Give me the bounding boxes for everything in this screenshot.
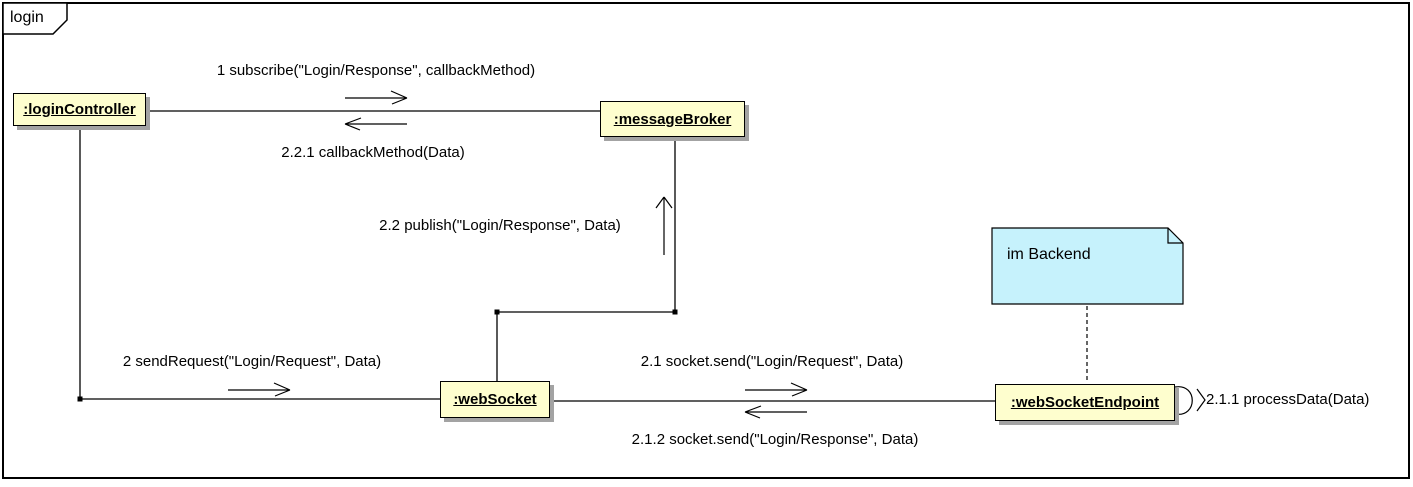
object-login-controller[interactable]: :loginController bbox=[13, 93, 146, 126]
arrow-socketsend-left-icon bbox=[744, 405, 807, 419]
message-label-send-request: 2 sendRequest("Login/Request", Data) bbox=[122, 353, 382, 370]
message-label-process-data: 2.1.1 processData(Data) bbox=[1206, 391, 1370, 408]
arrow-socketsend-right-icon bbox=[745, 382, 808, 397]
bend-point bbox=[494, 309, 500, 315]
object-web-socket[interactable]: :webSocket bbox=[440, 381, 550, 418]
frame-label-pentagon bbox=[2, 2, 68, 35]
bend-point bbox=[77, 396, 83, 402]
object-web-socket-endpoint[interactable]: :webSocketEndpoint bbox=[995, 384, 1175, 421]
arrow-publish-up-icon bbox=[655, 196, 673, 255]
link-websocket-messagebroker bbox=[496, 138, 676, 381]
arrow-callback-left-icon bbox=[344, 117, 407, 131]
frame-border bbox=[2, 2, 1410, 479]
message-label-socket-send-request: 2.1 socket.send("Login/Request", Data) bbox=[640, 353, 904, 370]
message-label-socket-send-response: 2.1.2 socket.send("Login/Response", Data… bbox=[631, 431, 919, 448]
frame-label: login bbox=[10, 9, 44, 26]
object-message-broker[interactable]: :messageBroker bbox=[600, 101, 745, 137]
note-shape[interactable] bbox=[991, 227, 1184, 305]
arrow-sendrequest-right-icon bbox=[228, 382, 291, 397]
message-label-callback: 2.2.1 callbackMethod(Data) bbox=[281, 144, 465, 161]
message-label-publish: 2.2 publish("Login/Response", Data) bbox=[379, 217, 621, 234]
bend-point bbox=[672, 309, 678, 315]
note-fold-corner-icon bbox=[1167, 228, 1183, 244]
arrow-subscribe-right-icon bbox=[345, 90, 408, 105]
note-text: im Backend bbox=[1007, 246, 1091, 263]
self-loop-arc bbox=[1174, 386, 1193, 415]
message-label-subscribe: 1 subscribe("Login/Response", callbackMe… bbox=[216, 62, 536, 79]
self-loop-arrowhead-icon bbox=[1196, 388, 1206, 412]
